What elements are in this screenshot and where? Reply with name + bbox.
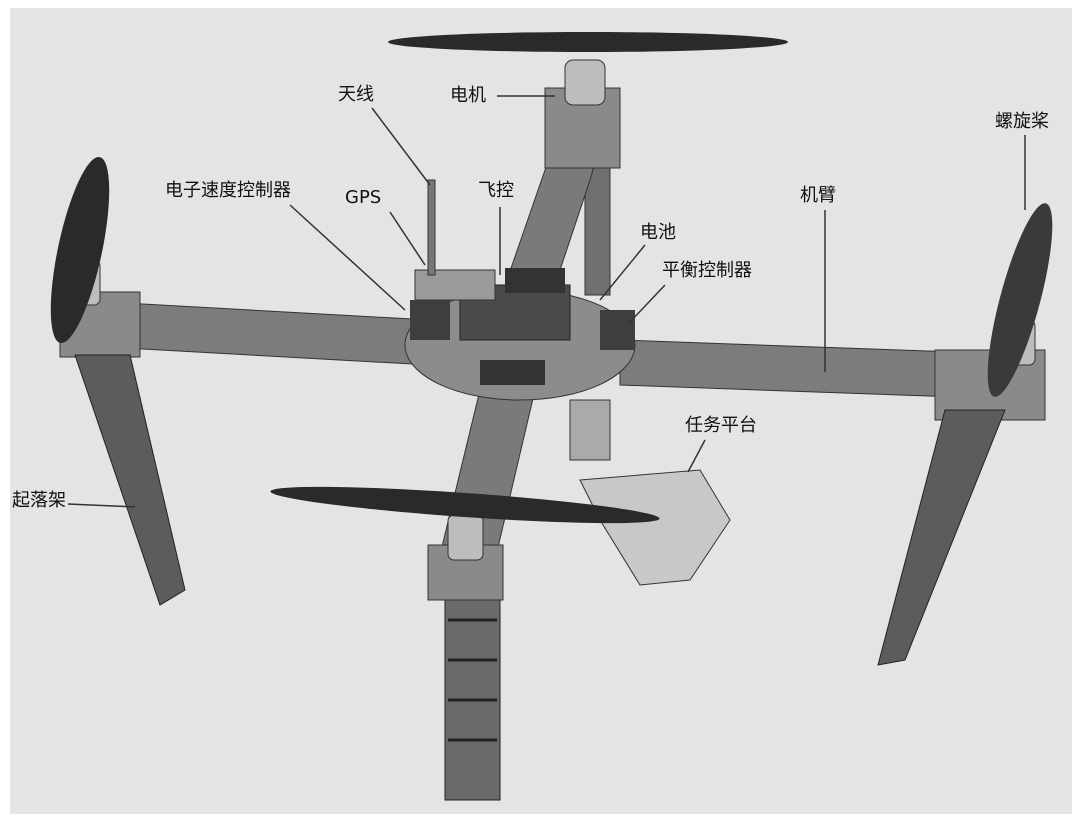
label-flight-controller: 飞控 xyxy=(478,180,514,201)
propeller-left xyxy=(50,156,110,344)
label-propeller: 螺旋桨 xyxy=(995,111,1049,132)
gimbal-mount xyxy=(569,399,611,461)
label-payload-platform: 任务平台 xyxy=(685,415,757,436)
flight-controller xyxy=(505,268,565,293)
label-landing-gear: 起落架 xyxy=(12,490,66,511)
propeller-top xyxy=(388,32,788,52)
label-gps: GPS xyxy=(345,187,382,208)
propeller-bottom xyxy=(270,486,660,524)
balance-controller xyxy=(600,310,635,350)
motor-top xyxy=(564,59,606,106)
landing-leg-left xyxy=(74,354,186,606)
gps-module xyxy=(414,269,496,301)
label-battery: 电池 xyxy=(640,222,676,243)
propeller-right xyxy=(987,203,1053,397)
motor-mount-top xyxy=(544,87,621,169)
label-arm: 机臂 xyxy=(800,185,836,206)
landing-leg-right xyxy=(877,409,1006,666)
motor-bottom xyxy=(447,514,484,561)
diagram-background xyxy=(10,8,1072,814)
antenna xyxy=(427,179,436,276)
label-antenna: 天线 xyxy=(338,84,374,105)
payload-platform xyxy=(579,469,731,586)
esc-box-2 xyxy=(480,360,545,385)
esc-box xyxy=(410,300,450,340)
label-balance-controller: 平衡控制器 xyxy=(662,260,752,281)
label-motor: 电机 xyxy=(450,85,486,106)
ladder-rungs xyxy=(448,618,497,742)
label-esc: 电子速度控制器 xyxy=(165,180,291,201)
leader-lines xyxy=(67,95,1026,508)
landing-leg-bottom xyxy=(444,579,501,801)
